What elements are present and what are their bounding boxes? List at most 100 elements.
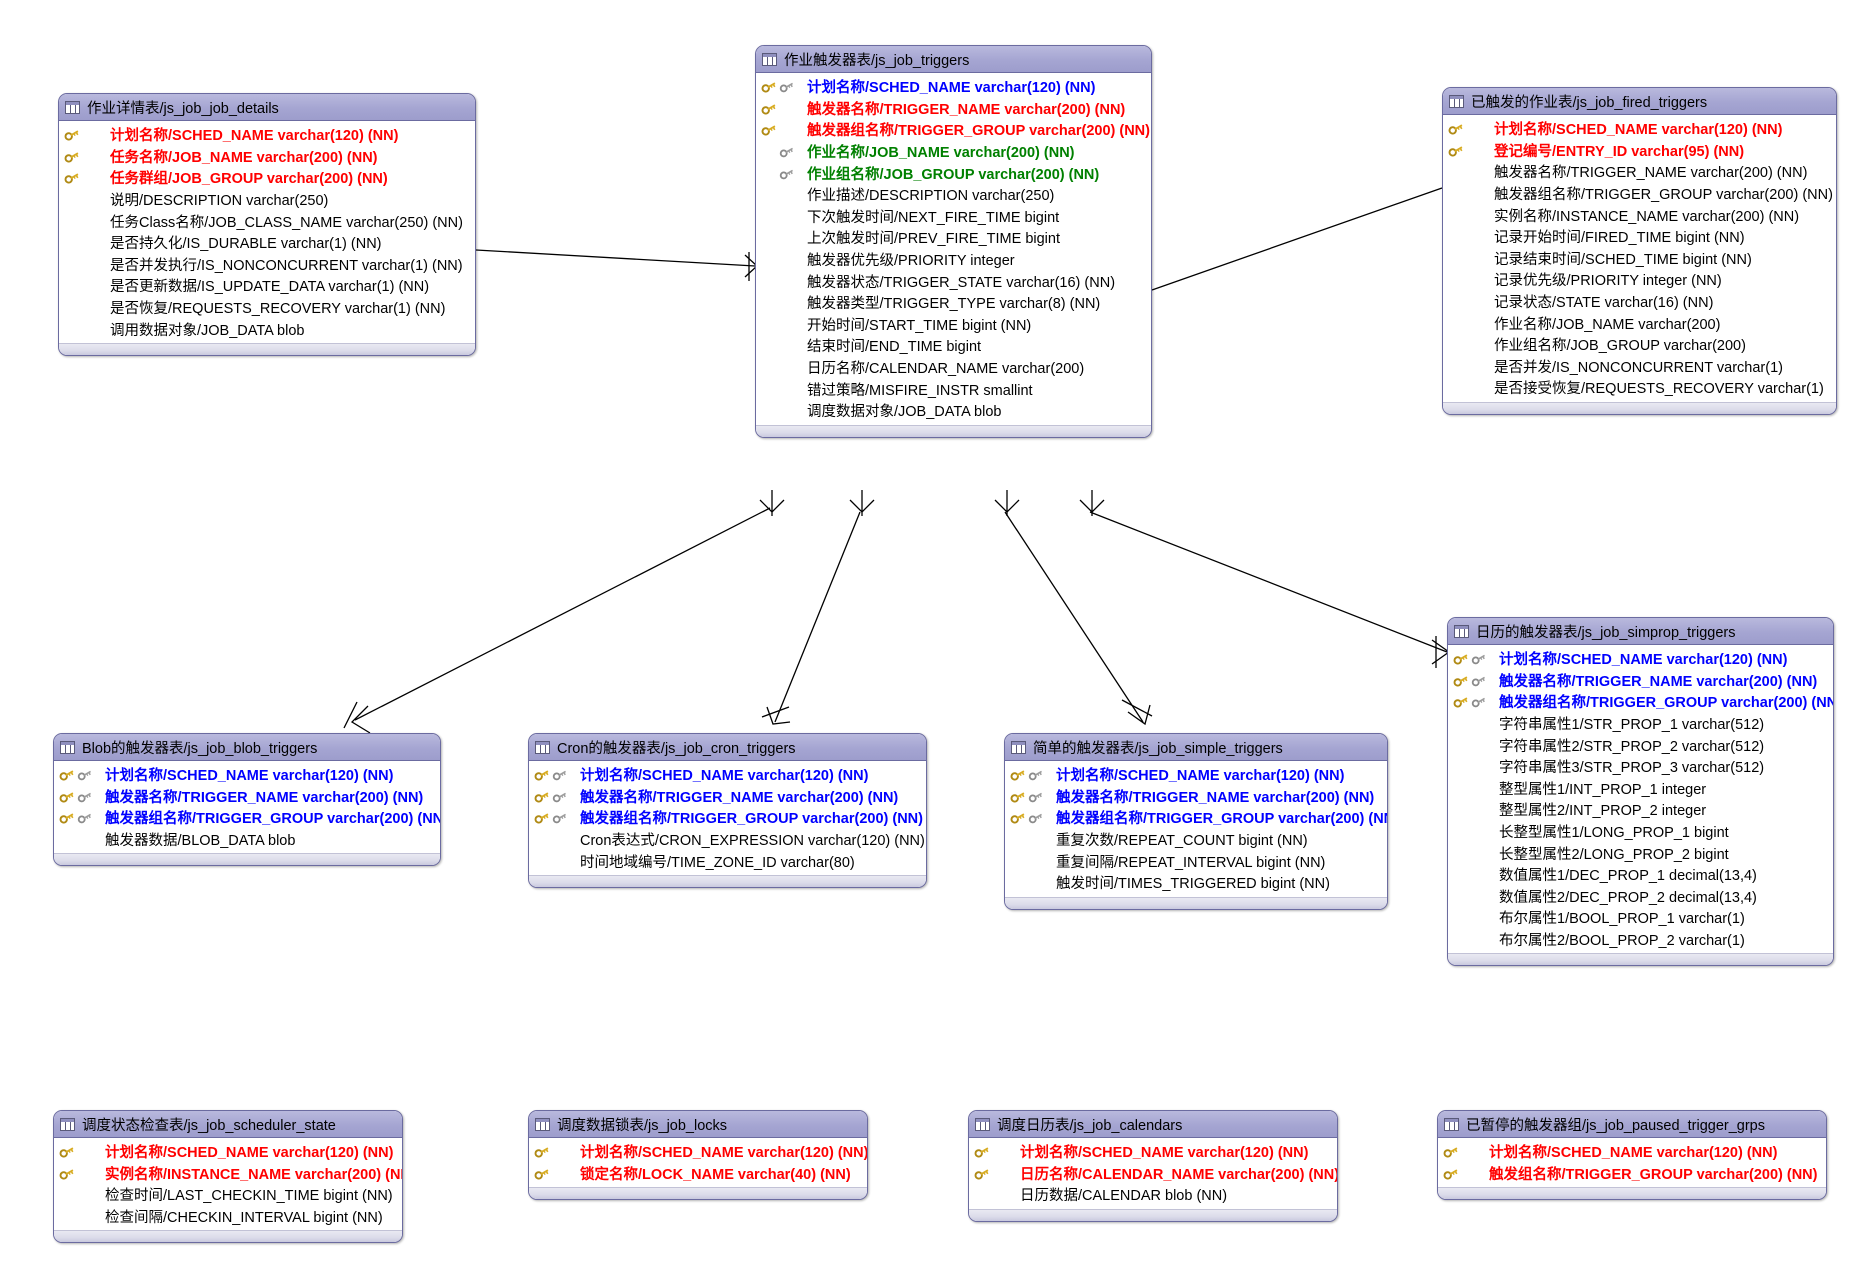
- entity-header-simple_triggers[interactable]: 简单的触发器表/js_job_simple_triggers: [1005, 734, 1387, 761]
- attribute-row[interactable]: 触发器组名称/TRIGGER_GROUP varchar(200) (NN): [1448, 691, 1833, 713]
- attribute-row[interactable]: 整型属性2/INT_PROP_2 integer: [1448, 799, 1833, 821]
- attribute-row[interactable]: 上次触发时间/PREV_FIRE_TIME bigint: [756, 227, 1151, 249]
- attribute-row[interactable]: 重复次数/REPEAT_COUNT bigint (NN): [1005, 829, 1387, 851]
- entity-header-job_details[interactable]: 作业详情表/js_job_job_details: [59, 94, 475, 121]
- attribute-row[interactable]: 长整型属性1/LONG_PROP_1 bigint: [1448, 821, 1833, 843]
- entity-scheduler_state[interactable]: 调度状态检查表/js_job_scheduler_state 计划名称/SCHED…: [53, 1110, 403, 1244]
- attribute-row[interactable]: 实例名称/INSTANCE_NAME varchar(200) (NN): [1443, 204, 1836, 226]
- entity-header-paused_trigger_grps[interactable]: 已暂停的触发器组/js_job_paused_trigger_grps: [1438, 1111, 1826, 1138]
- attribute-row[interactable]: 登记编号/ENTRY_ID varchar(95) (NN): [1443, 140, 1836, 162]
- attribute-row[interactable]: 作业组名称/JOB_GROUP varchar(200): [1443, 334, 1836, 356]
- attribute-row[interactable]: 触发器数据/BLOB_DATA blob: [54, 829, 440, 851]
- attribute-row[interactable]: 记录开始时间/FIRED_TIME bigint (NN): [1443, 226, 1836, 248]
- attribute-row[interactable]: 是否更新数据/IS_UPDATE_DATA varchar(1) (NN): [59, 275, 475, 297]
- attribute-row[interactable]: 字符串属性3/STR_PROP_3 varchar(512): [1448, 756, 1833, 778]
- entity-header-fired_triggers[interactable]: 已触发的作业表/js_job_fired_triggers: [1443, 88, 1836, 115]
- entity-job_details[interactable]: 作业详情表/js_job_job_details 计划名称/SCHED_NAME …: [58, 93, 476, 356]
- entity-header-locks[interactable]: 调度数据锁表/js_job_locks: [529, 1111, 867, 1138]
- attribute-row[interactable]: 检查时间/LAST_CHECKIN_TIME bigint (NN): [54, 1184, 402, 1206]
- attribute-row[interactable]: 开始时间/START_TIME bigint (NN): [756, 314, 1151, 336]
- attribute-row[interactable]: 任务名称/JOB_NAME varchar(200) (NN): [59, 146, 475, 168]
- entity-header-scheduler_state[interactable]: 调度状态检查表/js_job_scheduler_state: [54, 1111, 402, 1138]
- entity-triggers[interactable]: 作业触发器表/js_job_triggers 计划名称/SCHED_NAME va…: [755, 45, 1152, 438]
- entity-header-calendars[interactable]: 调度日历表/js_job_calendars: [969, 1111, 1337, 1138]
- attribute-row[interactable]: 触发器名称/TRIGGER_NAME varchar(200) (NN): [54, 786, 440, 808]
- attribute-row[interactable]: 触发器组名称/TRIGGER_GROUP varchar(200) (NN): [1443, 183, 1836, 205]
- entity-header-cron_triggers[interactable]: Cron的触发器表/js_job_cron_triggers: [529, 734, 926, 761]
- attribute-row[interactable]: 触发器名称/TRIGGER_NAME varchar(200) (NN): [1443, 161, 1836, 183]
- entity-header-blob_triggers[interactable]: Blob的触发器表/js_job_blob_triggers: [54, 734, 440, 761]
- entity-locks[interactable]: 调度数据锁表/js_job_locks 计划名称/SCHED_NAME varch…: [528, 1110, 868, 1201]
- attribute-row[interactable]: 触发组名称/TRIGGER_GROUP varchar(200) (NN): [1438, 1163, 1826, 1185]
- attribute-row[interactable]: 计划名称/SCHED_NAME varchar(120) (NN): [59, 124, 475, 146]
- entity-header-triggers[interactable]: 作业触发器表/js_job_triggers: [756, 46, 1151, 73]
- attribute-row[interactable]: 检查间隔/CHECKIN_INTERVAL bigint (NN): [54, 1206, 402, 1228]
- attribute-row[interactable]: 计划名称/SCHED_NAME varchar(120) (NN): [1443, 118, 1836, 140]
- attribute-row[interactable]: 调度数据对象/JOB_DATA blob: [756, 400, 1151, 422]
- attribute-row[interactable]: 日历名称/CALENDAR_NAME varchar(200) (NN): [969, 1163, 1337, 1185]
- attribute-row[interactable]: 结束时间/END_TIME bigint: [756, 335, 1151, 357]
- attribute-row[interactable]: 时间地域编号/TIME_ZONE_ID varchar(80): [529, 850, 926, 872]
- entity-simple_triggers[interactable]: 简单的触发器表/js_job_simple_triggers 计划名称/SCHED…: [1004, 733, 1388, 910]
- attribute-row[interactable]: 计划名称/SCHED_NAME varchar(120) (NN): [756, 76, 1151, 98]
- attribute-row[interactable]: 触发器状态/TRIGGER_STATE varchar(16) (NN): [756, 270, 1151, 292]
- entity-fired_triggers[interactable]: 已触发的作业表/js_job_fired_triggers 计划名称/SCHED_…: [1442, 87, 1837, 415]
- attribute-row[interactable]: 错过策略/MISFIRE_INSTR smallint: [756, 378, 1151, 400]
- attribute-row[interactable]: Cron表达式/CRON_EXPRESSION varchar(120) (NN…: [529, 829, 926, 851]
- attribute-row[interactable]: 是否持久化/IS_DURABLE varchar(1) (NN): [59, 232, 475, 254]
- attribute-row[interactable]: 计划名称/SCHED_NAME varchar(120) (NN): [969, 1141, 1337, 1163]
- attribute-row[interactable]: 字符串属性2/STR_PROP_2 varchar(512): [1448, 734, 1833, 756]
- attribute-row[interactable]: 任务群组/JOB_GROUP varchar(200) (NN): [59, 167, 475, 189]
- attribute-row[interactable]: 触发器组名称/TRIGGER_GROUP varchar(200) (NN): [1005, 807, 1387, 829]
- entity-cron_triggers[interactable]: Cron的触发器表/js_job_cron_triggers 计划名称/SCHED…: [528, 733, 927, 888]
- attribute-row[interactable]: 整型属性1/INT_PROP_1 integer: [1448, 778, 1833, 800]
- attribute-row[interactable]: 说明/DESCRIPTION varchar(250): [59, 189, 475, 211]
- attribute-row[interactable]: 是否接受恢复/REQUESTS_RECOVERY varchar(1): [1443, 377, 1836, 399]
- attribute-row[interactable]: 触发器组名称/TRIGGER_GROUP varchar(200) (NN): [529, 807, 926, 829]
- attribute-row[interactable]: 作业组名称/JOB_GROUP varchar(200) (NN): [756, 162, 1151, 184]
- attribute-row[interactable]: 触发器组名称/TRIGGER_GROUP varchar(200) (NN): [756, 119, 1151, 141]
- attribute-row[interactable]: 日历数据/CALENDAR blob (NN): [969, 1184, 1337, 1206]
- attribute-row[interactable]: 记录优先级/PRIORITY integer (NN): [1443, 269, 1836, 291]
- attribute-row[interactable]: 记录状态/STATE varchar(16) (NN): [1443, 291, 1836, 313]
- attribute-row[interactable]: 计划名称/SCHED_NAME varchar(120) (NN): [529, 1141, 867, 1163]
- attribute-row[interactable]: 计划名称/SCHED_NAME varchar(120) (NN): [1005, 764, 1387, 786]
- entity-calendars[interactable]: 调度日历表/js_job_calendars 计划名称/SCHED_NAME va…: [968, 1110, 1338, 1222]
- entity-simprop_triggers[interactable]: 日历的触发器表/js_job_simprop_triggers 计划名称/SCHE…: [1447, 617, 1834, 967]
- attribute-row[interactable]: 锁定名称/LOCK_NAME varchar(40) (NN): [529, 1163, 867, 1185]
- attribute-row[interactable]: 触发器名称/TRIGGER_NAME varchar(200) (NN): [529, 786, 926, 808]
- attribute-row[interactable]: 下次触发时间/NEXT_FIRE_TIME bigint: [756, 206, 1151, 228]
- attribute-row[interactable]: 作业名称/JOB_NAME varchar(200): [1443, 312, 1836, 334]
- attribute-row[interactable]: 字符串属性1/STR_PROP_1 varchar(512): [1448, 713, 1833, 735]
- attribute-row[interactable]: 布尔属性1/BOOL_PROP_1 varchar(1): [1448, 907, 1833, 929]
- attribute-row[interactable]: 作业名称/JOB_NAME varchar(200) (NN): [756, 141, 1151, 163]
- attribute-row[interactable]: 任务Class名称/JOB_CLASS_NAME varchar(250) (N…: [59, 210, 475, 232]
- attribute-row[interactable]: 是否并发/IS_NONCONCURRENT varchar(1): [1443, 356, 1836, 378]
- attribute-row[interactable]: 实例名称/INSTANCE_NAME varchar(200) (NN): [54, 1163, 402, 1185]
- attribute-row[interactable]: 是否并发执行/IS_NONCONCURRENT varchar(1) (NN): [59, 254, 475, 276]
- entity-header-simprop_triggers[interactable]: 日历的触发器表/js_job_simprop_triggers: [1448, 618, 1833, 645]
- attribute-row[interactable]: 触发器优先级/PRIORITY integer: [756, 249, 1151, 271]
- attribute-row[interactable]: 计划名称/SCHED_NAME varchar(120) (NN): [54, 1141, 402, 1163]
- attribute-row[interactable]: 触发器名称/TRIGGER_NAME varchar(200) (NN): [1448, 670, 1833, 692]
- attribute-row[interactable]: 计划名称/SCHED_NAME varchar(120) (NN): [1448, 648, 1833, 670]
- attribute-row[interactable]: 记录结束时间/SCHED_TIME bigint (NN): [1443, 248, 1836, 270]
- attribute-row[interactable]: 触发器名称/TRIGGER_NAME varchar(200) (NN): [1005, 786, 1387, 808]
- attribute-row[interactable]: 长整型属性2/LONG_PROP_2 bigint: [1448, 842, 1833, 864]
- attribute-row[interactable]: 布尔属性2/BOOL_PROP_2 varchar(1): [1448, 929, 1833, 951]
- attribute-row[interactable]: 数值属性2/DEC_PROP_2 decimal(13,4): [1448, 886, 1833, 908]
- attribute-row[interactable]: 重复间隔/REPEAT_INTERVAL bigint (NN): [1005, 850, 1387, 872]
- attribute-row[interactable]: 调用数据对象/JOB_DATA blob: [59, 318, 475, 340]
- attribute-row[interactable]: 作业描述/DESCRIPTION varchar(250): [756, 184, 1151, 206]
- attribute-row[interactable]: 计划名称/SCHED_NAME varchar(120) (NN): [54, 764, 440, 786]
- attribute-row[interactable]: 触发器类型/TRIGGER_TYPE varchar(8) (NN): [756, 292, 1151, 314]
- attribute-row[interactable]: 计划名称/SCHED_NAME varchar(120) (NN): [1438, 1141, 1826, 1163]
- attribute-row[interactable]: 计划名称/SCHED_NAME varchar(120) (NN): [529, 764, 926, 786]
- entity-blob_triggers[interactable]: Blob的触发器表/js_job_blob_triggers 计划名称/SCHED…: [53, 733, 441, 867]
- attribute-row[interactable]: 触发器组名称/TRIGGER_GROUP varchar(200) (NN): [54, 807, 440, 829]
- attribute-row[interactable]: 日历名称/CALENDAR_NAME varchar(200): [756, 357, 1151, 379]
- attribute-row[interactable]: 触发时间/TIMES_TRIGGERED bigint (NN): [1005, 872, 1387, 894]
- entity-paused_trigger_grps[interactable]: 已暂停的触发器组/js_job_paused_trigger_grps 计划名称/…: [1437, 1110, 1827, 1201]
- attribute-row[interactable]: 触发器名称/TRIGGER_NAME varchar(200) (NN): [756, 98, 1151, 120]
- attribute-row[interactable]: 数值属性1/DEC_PROP_1 decimal(13,4): [1448, 864, 1833, 886]
